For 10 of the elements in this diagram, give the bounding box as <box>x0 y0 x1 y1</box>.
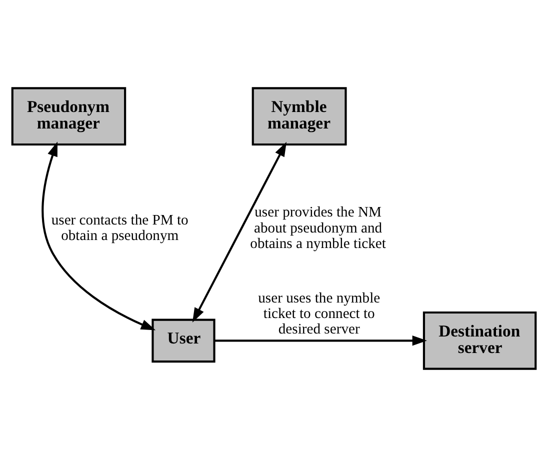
node-box: Nymble manager <box>252 86 347 146</box>
arrow <box>192 141 287 322</box>
edge-label: user uses the nymble ticket to connect to desired server <box>258 290 380 338</box>
node-box: User <box>152 318 216 362</box>
node-box: Pseudonym manager <box>11 86 126 146</box>
arrow <box>214 335 427 346</box>
edge-label: user provides the NM about pseudonym and obtains a nymble ticket <box>250 204 386 252</box>
arrow <box>42 141 156 330</box>
edge-label: user contacts the PM to obtain a pseudonym <box>51 212 188 244</box>
node-box: Destination server <box>422 310 537 370</box>
